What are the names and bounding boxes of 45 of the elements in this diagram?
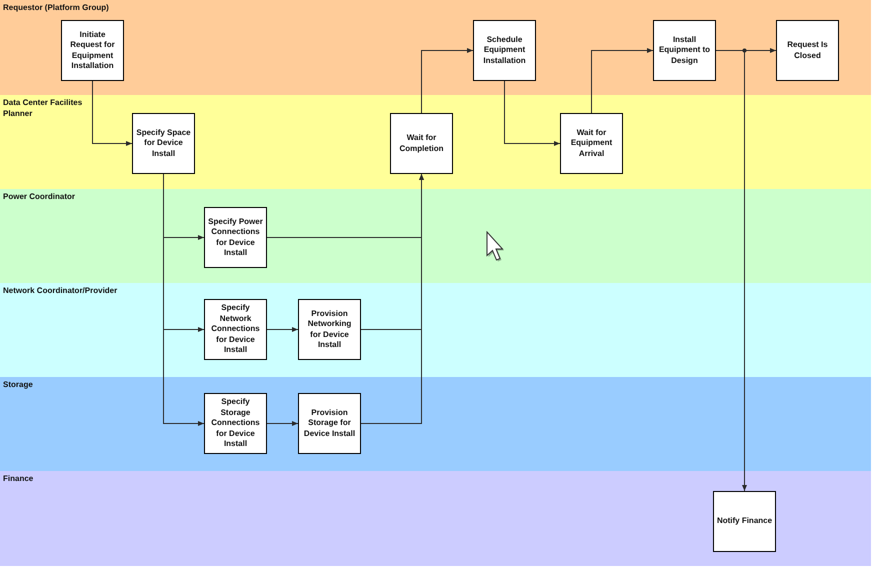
lane-label: Storage [3,379,33,390]
flow-arrow [591,48,654,114]
process-box [653,20,716,81]
swimlane [0,471,871,566]
process-box [390,113,453,174]
process-box [132,113,195,174]
step-label: Wait for Completion [398,133,444,154]
step-label: Provision Networking for Device Install [306,308,352,350]
flow-arrow [266,421,298,426]
step-label: Specify Storage Connections for Device Install [210,397,261,450]
flow-arrow [360,174,424,424]
step-label: Notify Finance [716,516,772,527]
step-label: Provision Storage for Device Install [302,408,356,440]
step-label: Specify Network Connections for Device Install [210,303,261,356]
lane-label: Network Coordinator/Provider [3,285,118,296]
flow-arrow [504,80,560,146]
process-box [204,207,267,268]
swimlane [0,283,871,377]
swimlane [0,0,871,95]
lane-label: Finance [3,473,34,484]
process-box [61,20,124,81]
swimlane [0,189,871,283]
step-label: Specify Space for Device Install [136,128,192,160]
process-box [713,491,776,552]
step-label: Install Equipment to Design [658,34,712,66]
flow-arrow [421,48,474,114]
process-box [776,20,839,81]
lane-label: Requestor (Platform Group) [3,2,109,13]
process-box [204,299,267,360]
swimlane [0,377,871,471]
process-box [298,393,361,454]
swimlane [0,95,871,189]
step-label: Specify Power Connections for Device Install [208,216,264,258]
process-box [204,393,267,454]
process-box [298,299,361,360]
lane-label: Data Center Facilites Planner [3,97,84,119]
process-box [560,113,623,174]
step-label: Request Is Closed [786,40,829,61]
step-label: Wait for Equipment Arrival [570,128,614,160]
process-box [473,20,536,81]
flow-arrow [266,327,298,332]
flow-arrow [92,80,132,146]
lane-label: Power Coordinator [3,191,76,202]
step-label: Initiate Request for Equipment Installation [69,30,116,72]
step-label: Schedule Equipment Installation [482,34,527,66]
